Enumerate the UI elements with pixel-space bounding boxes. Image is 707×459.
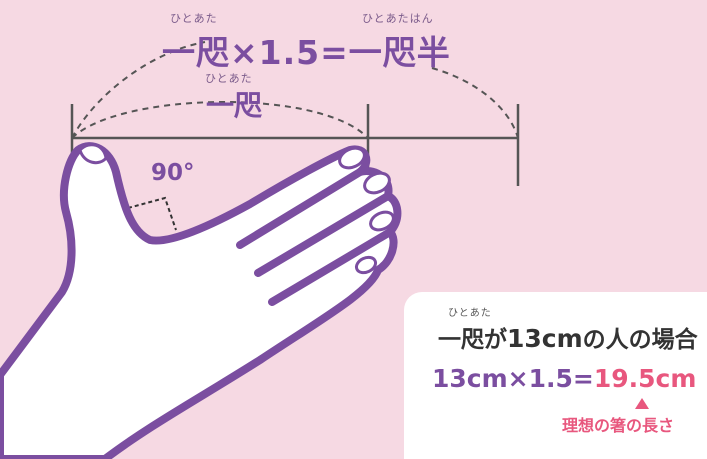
angle-label: 90° [151,160,195,186]
example-condition: 一咫が13cmの人の場合 [438,320,698,354]
span-ruby: ひとあた [205,72,253,85]
condition-prefix: 一咫が [438,327,507,353]
span-label: 一咫 [206,89,263,122]
formula-ruby-left: ひとあた [170,12,218,25]
example-card: ひとあた 一咫が13cmの人の場合 13cm×1.5=19.5cm 理想の箸の長… [404,292,707,459]
calc-result: 19.5cm [593,364,697,393]
outer-arc-right [431,67,519,139]
calc-expression: 13cm×1.5= [432,364,594,393]
hand-shape [0,142,402,459]
ideal-length-note: 理想の箸の長さ [562,416,675,435]
right-angle-marker [127,196,177,231]
condition-suffix: の人の場合 [582,327,698,353]
inner-arc [71,101,369,139]
condition-number: 13cm [507,324,583,353]
up-arrow-icon [635,398,649,409]
formula-title: 一咫×1.5=一咫半 [162,33,451,72]
dashed-arcs [71,41,519,139]
example-ruby: ひとあた [448,308,492,319]
outer-arc-left [71,41,206,139]
formula-ruby-right: ひとあたはん [362,12,434,25]
example-calculation: 13cm×1.5=19.5cm [432,364,696,393]
